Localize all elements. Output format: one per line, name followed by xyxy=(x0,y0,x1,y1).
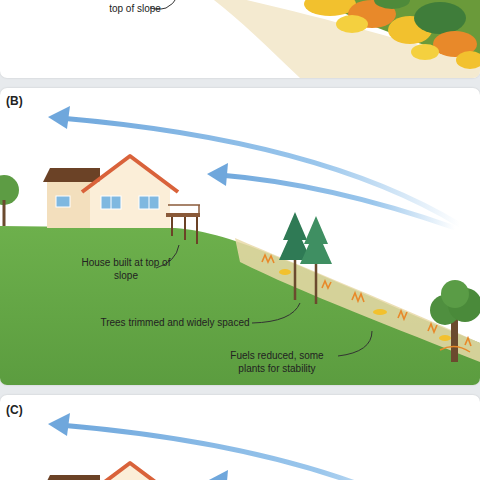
illustration-panel: (B) House built at top of slopeTrees trim… xyxy=(0,88,480,385)
panel-label: (C) xyxy=(6,403,46,419)
callout-label: House built at top of slope xyxy=(80,256,172,282)
illustration-panel: (C) xyxy=(0,395,480,480)
callout-label: Fuels reduced, some plants for stability xyxy=(220,349,334,375)
callout-label: Trees trimmed and widely spaced xyxy=(95,316,255,329)
panel-label: (B) xyxy=(6,94,46,110)
callout-label: top of slope xyxy=(88,2,182,15)
illustration-panel: top of slope xyxy=(0,0,480,78)
